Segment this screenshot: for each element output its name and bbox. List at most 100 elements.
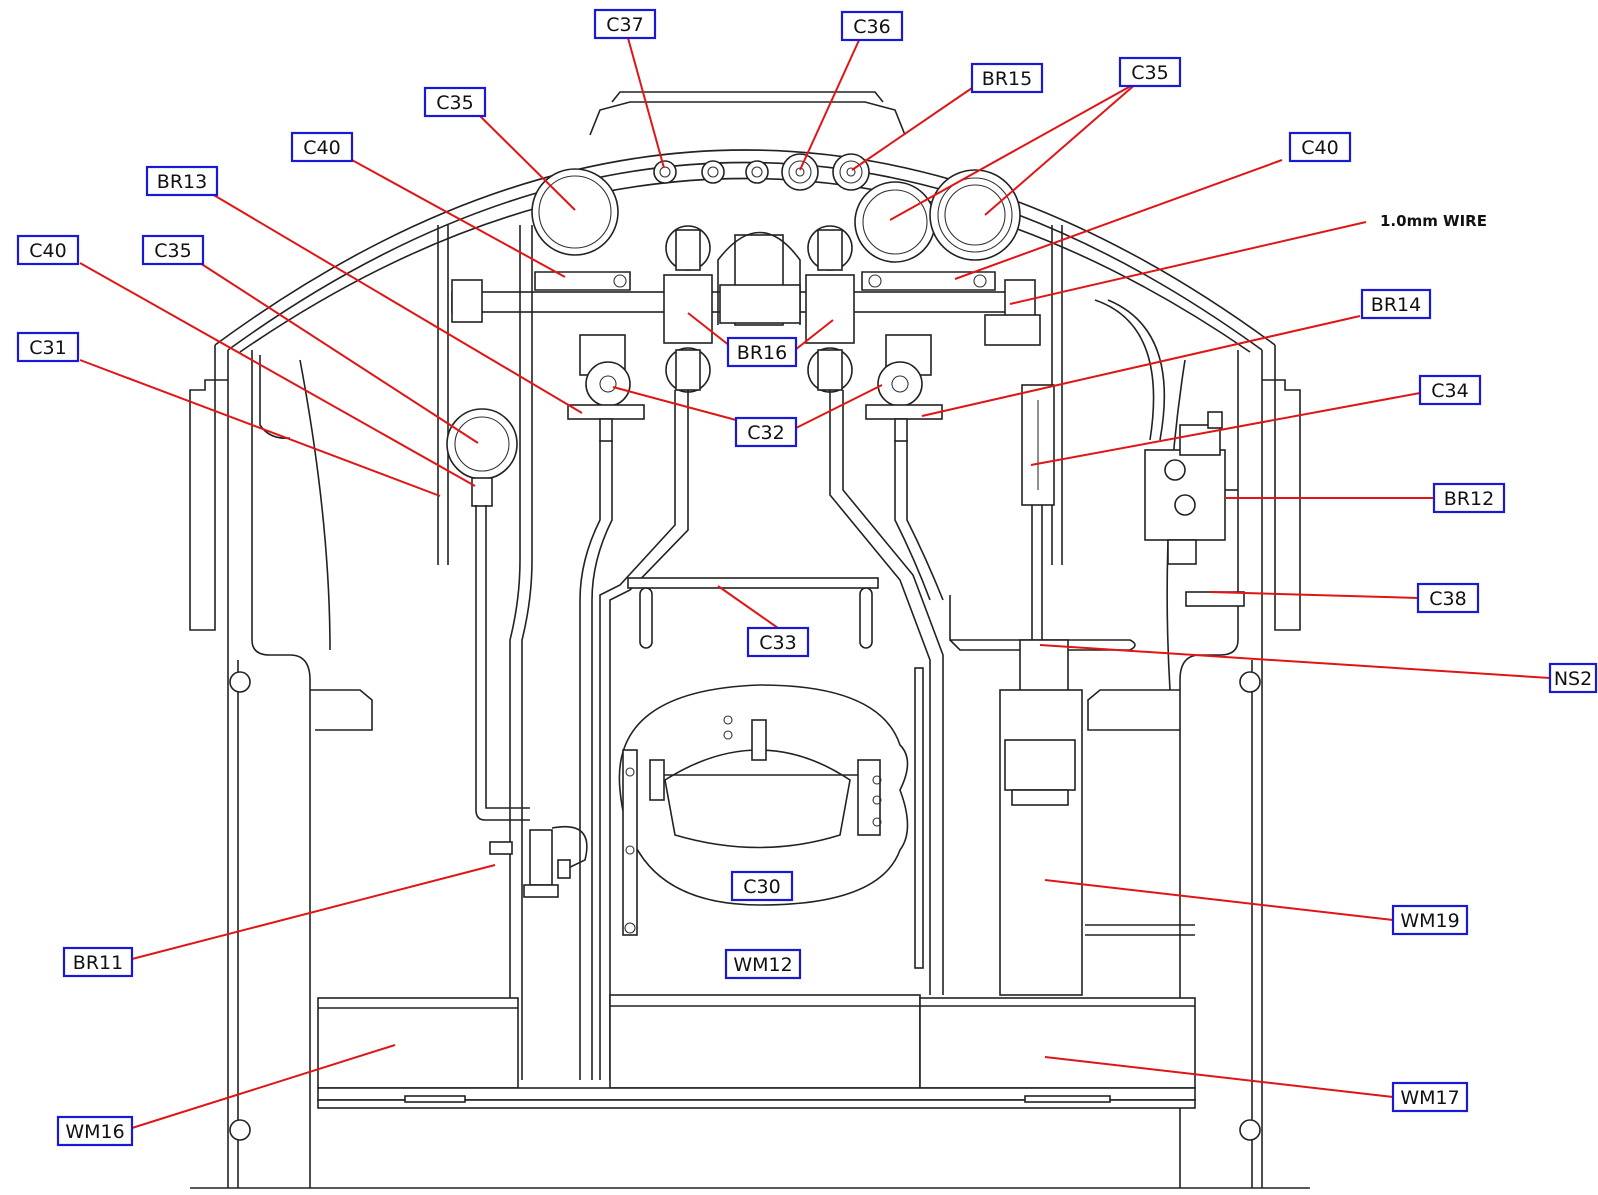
- centre-floor-panel: [609, 994, 921, 1089]
- leader-c35-l: [199, 262, 479, 444]
- svg-text:C31: C31: [29, 337, 66, 359]
- left-seat: [310, 689, 373, 731]
- label-wm12: WM12: [724, 948, 802, 980]
- footplate-edge: [317, 1099, 1196, 1109]
- part-labels: C37 C36 BR15 C35 C35 C40 C40 BR13 C40 C3…: [16, 8, 1598, 1147]
- label-br13: BR13: [145, 165, 219, 197]
- right-rail-knob-bottom: [1239, 1119, 1261, 1141]
- top-plate-rim: [611, 91, 884, 103]
- label-c32: C32: [734, 416, 798, 448]
- label-ns2: NS2: [1548, 662, 1598, 694]
- right-water-gauge: [805, 225, 855, 393]
- leader-c32-b: [795, 384, 883, 429]
- svg-text:C36: C36: [853, 16, 890, 38]
- gauge-top-right-2: [929, 169, 1021, 261]
- right-pipe-4: [906, 440, 944, 601]
- leader-br16-a: [687, 312, 731, 347]
- label-c33: C33: [746, 626, 810, 658]
- left-rail-knob-top: [229, 671, 251, 693]
- centre-box-housing: [717, 231, 801, 325]
- left-pipe-3: [609, 390, 689, 1080]
- svg-text:C30: C30: [743, 876, 780, 898]
- label-br14: BR14: [1360, 288, 1432, 320]
- right-injector-valve: [865, 334, 943, 442]
- right-seat: [1087, 689, 1180, 731]
- svg-text:WM19: WM19: [1400, 910, 1459, 932]
- left-pipe-4: [599, 390, 676, 1080]
- label-br12: BR12: [1432, 482, 1506, 514]
- left-pipe-1: [579, 440, 601, 1080]
- label-c36: C36: [840, 10, 904, 42]
- svg-text:NS2: NS2: [1554, 668, 1592, 690]
- svg-text:C34: C34: [1431, 380, 1468, 402]
- right-injector: [1144, 411, 1245, 607]
- left-curve-panel: [299, 359, 331, 651]
- svg-text:BR11: BR11: [73, 952, 123, 974]
- gauge-pipe-b: [485, 505, 530, 809]
- leader-c40-l: [79, 262, 476, 487]
- svg-text:C40: C40: [1301, 137, 1338, 159]
- right-pipe-2: [842, 390, 944, 995]
- wire-annotation: 1.0mm WIRE: [1380, 212, 1487, 230]
- label-br16: BR16: [726, 336, 798, 368]
- left-water-gauge: [663, 225, 713, 393]
- top-small-valves: [653, 153, 870, 191]
- leader-br14: [921, 315, 1361, 417]
- right-pipe-1: [829, 390, 931, 995]
- label-br11: BR11: [62, 946, 134, 978]
- left-locker: [317, 997, 519, 1089]
- label-c37: C37: [593, 8, 657, 40]
- leader-wm17: [1044, 1056, 1394, 1098]
- svg-text:WM16: WM16: [65, 1121, 124, 1143]
- svg-text:C35: C35: [436, 92, 473, 114]
- svg-text:C33: C33: [759, 632, 796, 654]
- svg-text:BR15: BR15: [982, 68, 1032, 90]
- centre-box-base: [719, 284, 801, 324]
- left-injector-valve: [567, 334, 645, 442]
- svg-text:BR13: BR13: [157, 171, 207, 193]
- leader-wm16: [131, 1044, 396, 1129]
- svg-text:C40: C40: [303, 137, 340, 159]
- leader-c35-tr-b: [984, 81, 1139, 216]
- leader-c31: [79, 359, 441, 497]
- gauge-top-right-1: [854, 181, 936, 263]
- roof-outer-arc: [214, 149, 1276, 346]
- left-long-pipe-a: [509, 225, 521, 1080]
- leader-c35-tl: [479, 115, 576, 211]
- svg-text:C40: C40: [29, 240, 66, 262]
- label-c40-top-left: C40: [290, 131, 354, 163]
- left-side-panel: [189, 345, 228, 631]
- left-bar-block: [451, 279, 483, 323]
- right-rail-knob-top: [1239, 671, 1261, 693]
- label-c34: C34: [1418, 374, 1482, 406]
- label-c35-top-right: C35: [1118, 56, 1182, 88]
- leader-c34: [1030, 392, 1421, 466]
- top-plate: [589, 101, 906, 136]
- left-inner-wall: [251, 350, 311, 1188]
- svg-text:BR16: BR16: [737, 342, 787, 364]
- svg-text:C35: C35: [154, 240, 191, 262]
- right-upper-block: [984, 314, 1041, 346]
- leader-ns2: [1039, 644, 1551, 679]
- leader-lines: [79, 37, 1551, 1129]
- leader-wm19: [1044, 879, 1394, 921]
- svg-text:C38: C38: [1429, 588, 1466, 610]
- label-c38: C38: [1416, 582, 1480, 614]
- svg-text:WM17: WM17: [1400, 1087, 1459, 1109]
- leader-c36: [799, 37, 861, 171]
- right-injector-pipe-2: [1094, 299, 1155, 441]
- fire-iron-rod: [914, 667, 924, 969]
- svg-text:C35: C35: [1131, 62, 1168, 84]
- leader-c35-tr-a: [889, 81, 1139, 221]
- leader-c38: [1209, 591, 1419, 599]
- gauge-pipe-a: [475, 505, 530, 821]
- label-wm17: WM17: [1391, 1081, 1469, 1113]
- label-br15: BR15: [970, 62, 1044, 94]
- label-c40-left: C40: [16, 234, 80, 266]
- leader-c40-tl: [351, 159, 566, 278]
- leader-br13: [211, 193, 583, 414]
- drain-cock-assembly: [489, 826, 588, 898]
- firehole-door: [618, 684, 909, 936]
